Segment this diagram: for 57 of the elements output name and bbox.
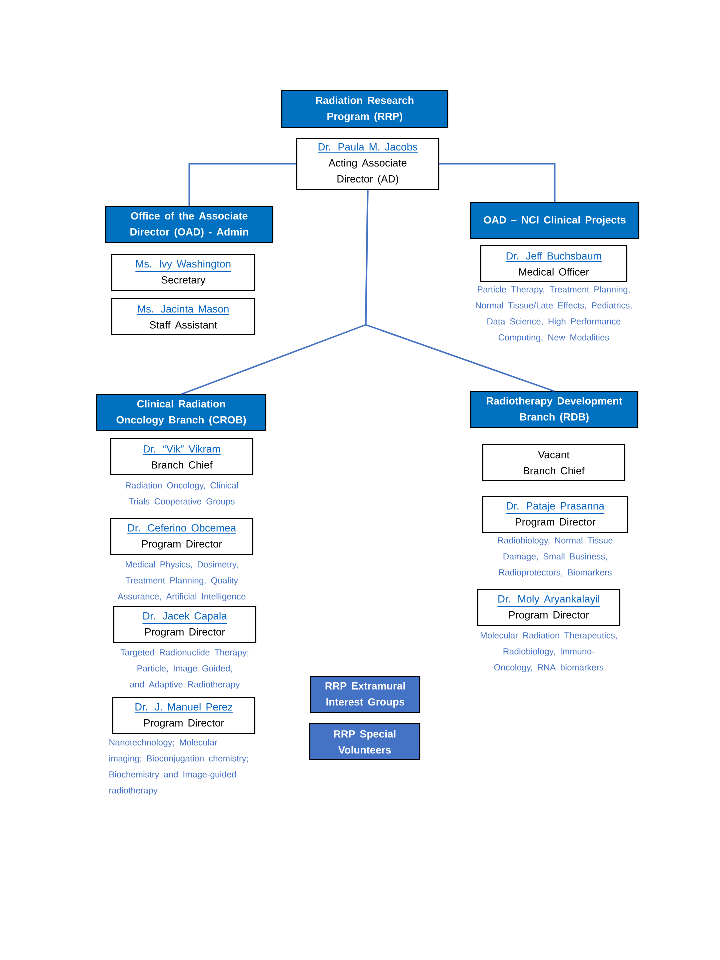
connector-line bbox=[188, 163, 296, 206]
heading-text: RRP Extramural Interest Groups bbox=[326, 682, 406, 708]
person-box bbox=[296, 138, 440, 190]
role-text: Medical Officer bbox=[520, 268, 590, 276]
heading-text: Radiation Research Program (RRP) bbox=[316, 96, 414, 122]
person-box bbox=[477, 589, 621, 627]
person-box bbox=[480, 245, 628, 283]
topic-text: Nanotechnology; Molecular imaging; Bioconjugation chemistry; Biochemistry and Image-guided radiotherapy bbox=[110, 739, 248, 796]
role-text: Program Director bbox=[144, 719, 224, 729]
role-text: Acting Associate Director (AD) bbox=[328, 159, 407, 185]
name-link: Dr. Jeff Buchsbaum bbox=[506, 252, 602, 262]
role-text: Program Director bbox=[516, 518, 596, 528]
heading-text: Office of the Associate Director (OAD) - Admin bbox=[130, 212, 248, 238]
name-link: Dr. J. Manuel Perez bbox=[134, 703, 234, 713]
heading-box bbox=[281, 90, 449, 129]
connector-line bbox=[365, 190, 555, 392]
role-text: Branch Chief bbox=[152, 461, 213, 469]
name-link: Dr. Ceferino Obcemea bbox=[127, 524, 237, 534]
role-text: Program Director bbox=[142, 540, 222, 550]
name-link: Dr. Paula M. Jacobs bbox=[318, 143, 418, 153]
person-box bbox=[110, 438, 254, 476]
person-box bbox=[112, 697, 256, 735]
role-text: Branch Chief bbox=[524, 467, 585, 475]
topic-text: Radiobiology, Normal Tissue Damage, Small Business, Radioprotectors, Biomarkers bbox=[498, 537, 613, 578]
topic-text: Targeted Radionuclide Therapy; Particle, Image Guided, and Adaptive Radiotherapy bbox=[120, 649, 249, 690]
name-link: Ms. Jacinta Mason bbox=[137, 305, 230, 315]
role-text: Program Director bbox=[510, 611, 590, 621]
topic-text: Molecular Radiation Therapeutics, Radiobiology, Immuno-Oncology, RNA biomarkers bbox=[480, 632, 617, 672]
topic-text: Radiation Oncology, Clinical Trials Cooperative Groups bbox=[126, 482, 238, 506]
role-text: Secretary bbox=[162, 276, 206, 286]
connector-line bbox=[440, 163, 556, 202]
person-box bbox=[482, 496, 629, 534]
heading-box bbox=[96, 394, 267, 432]
group-box bbox=[309, 723, 421, 761]
person-box bbox=[111, 254, 256, 292]
role-text: Staff Assistant bbox=[150, 321, 218, 329]
name-link: Dr. “Vik” Vikram bbox=[142, 445, 222, 455]
name-link: Dr. Moly Aryankalayil bbox=[498, 595, 600, 607]
heading-box bbox=[470, 391, 639, 429]
person-box bbox=[111, 298, 256, 336]
heading-box bbox=[470, 202, 640, 240]
topic-text: Medical Physics, Dosimetry, Treatment Planning, Quality Assurance, Artificial Intelligence bbox=[118, 561, 246, 602]
name-link: Ms. Ivy Washington bbox=[135, 260, 232, 272]
name-link: Dr. Jacek Capala bbox=[142, 612, 228, 624]
heading-text: OAD – NCI Clinical Projects bbox=[484, 216, 626, 226]
name-link: Dr. Pataje Prasanna bbox=[506, 502, 605, 514]
person-box bbox=[482, 444, 626, 482]
heading-box bbox=[105, 206, 274, 244]
person-box bbox=[113, 606, 257, 644]
person-box bbox=[110, 518, 254, 556]
heading-text: Clinical Radiation Oncology Branch (CROB) bbox=[116, 400, 246, 426]
role-text: Vacant bbox=[538, 451, 570, 459]
role-text: Program Director bbox=[146, 628, 226, 638]
topic-text: Particle Therapy, Treatment Planning, Normal Tissue/Late Effects, Pediatrics, Data Science, High Performance Computing, New Modalities bbox=[476, 286, 632, 342]
heading-text: Radiotherapy Development Branch (RDB) bbox=[487, 397, 622, 423]
group-box bbox=[310, 676, 421, 714]
heading-text: RRP Special Volunteers bbox=[334, 730, 396, 754]
